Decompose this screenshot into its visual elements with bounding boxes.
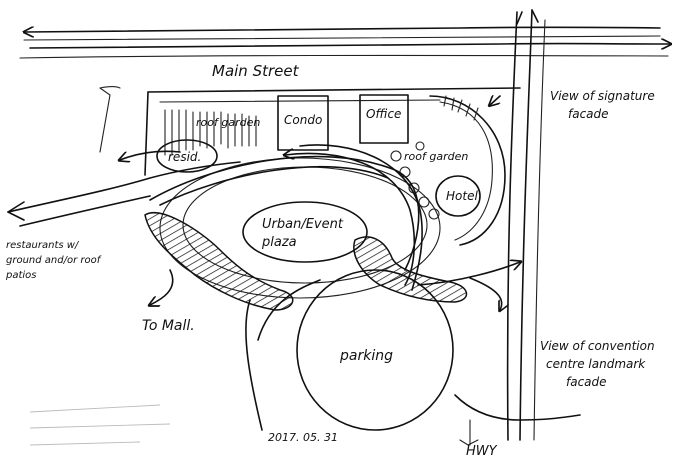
view-convention-label-1: View of convention bbox=[540, 339, 655, 353]
roof-garden-right-label: roof garden bbox=[404, 150, 468, 163]
faded-back-text bbox=[29, 404, 171, 446]
left-road bbox=[7, 85, 241, 227]
restaurant-hatch-right bbox=[353, 236, 468, 303]
office-box bbox=[359, 94, 409, 144]
restaurants-label-3: patios bbox=[5, 270, 37, 281]
restaurant-hatch-left bbox=[144, 212, 294, 311]
roof-garden-top-label: roof garden bbox=[196, 116, 260, 129]
view-signature-label-2: facade bbox=[568, 107, 609, 121]
urban-plaza-label-2: plaza bbox=[261, 235, 297, 250]
hotel-label: Hotel bbox=[446, 189, 478, 203]
signature-facade-building bbox=[429, 95, 506, 246]
residential-oval bbox=[156, 139, 218, 173]
condo-label: Condo bbox=[284, 113, 322, 127]
parking-oval bbox=[296, 269, 454, 431]
office-label: Office bbox=[366, 107, 401, 121]
restaurants-label-1: restaurants w/ bbox=[6, 240, 80, 251]
circulation-arrows bbox=[120, 96, 520, 431]
highway-road bbox=[506, 9, 546, 441]
restaurants-label-2: ground and/or roof bbox=[6, 255, 102, 266]
date-label: 2017. 05. 31 bbox=[268, 431, 338, 444]
main-street-label: Main Street bbox=[212, 62, 300, 80]
hwy-connection bbox=[454, 394, 581, 446]
urban-plaza-label: Urban/Event bbox=[262, 217, 344, 232]
view-convention-label-3: facade bbox=[566, 375, 607, 389]
hotel-oval bbox=[435, 175, 481, 217]
main-street-road bbox=[19, 27, 670, 59]
to-mall-label: To Mall. bbox=[142, 318, 195, 334]
view-signature-label: View of signature bbox=[550, 89, 655, 103]
hwy-label: HWY bbox=[466, 444, 498, 459]
urban-plaza-area bbox=[149, 155, 441, 299]
condo-box bbox=[277, 95, 329, 151]
parking-label: parking bbox=[339, 348, 393, 364]
view-convention-label-2: centre landmark bbox=[546, 357, 646, 371]
resid-label: resid. bbox=[168, 150, 201, 164]
building-block-top bbox=[144, 87, 521, 176]
